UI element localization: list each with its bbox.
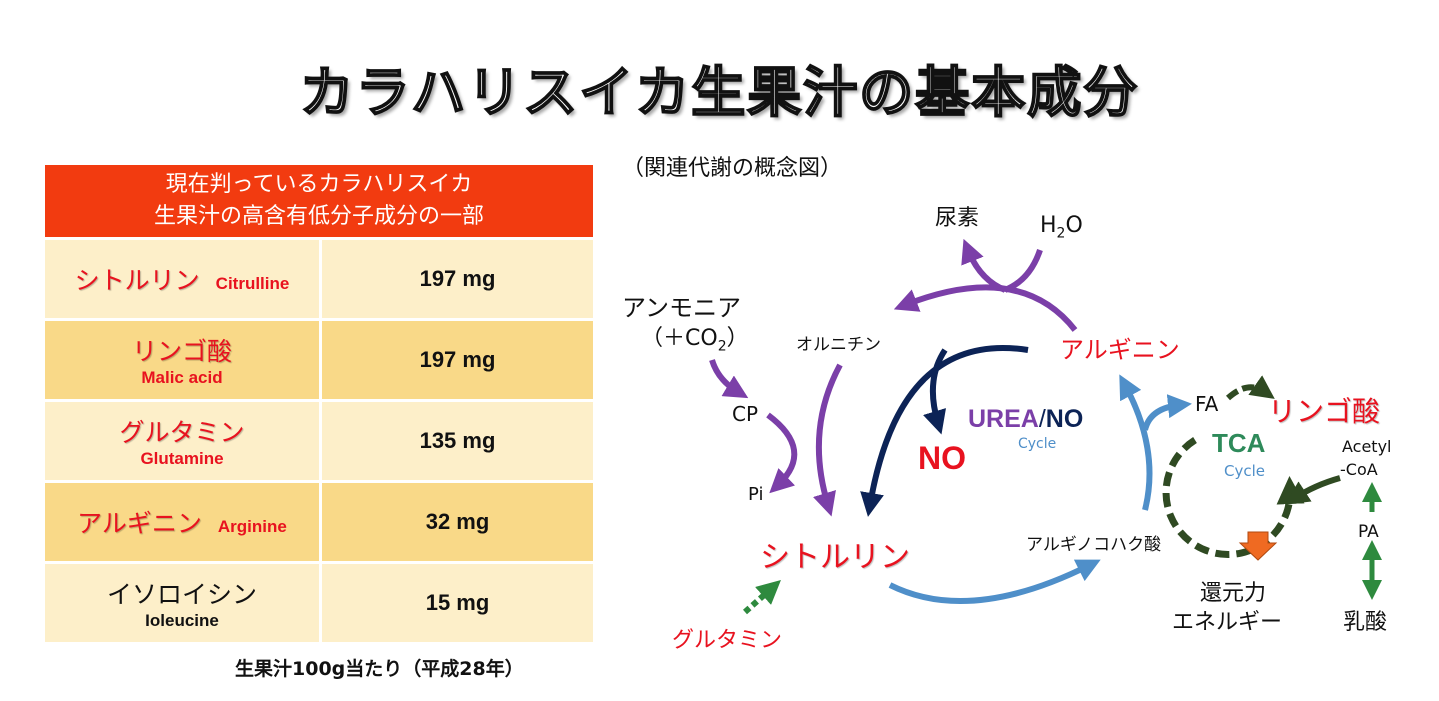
component-name-cell: イソロイシン Ioleucine (45, 561, 322, 642)
label-glutamine: グルタミン (672, 628, 783, 653)
label-ornithine: オルニチン (796, 335, 881, 355)
component-name-cell: グルタミン Glutamine (45, 399, 322, 482)
component-name-en: Glutamine (140, 449, 224, 468)
component-value-cell: 15 mg (320, 561, 593, 642)
composition-table: 現在判っているカラハリスイカ 生果汁の高含有低分子成分の一部 シトルリン Citr… (45, 165, 593, 642)
label-lactic-acid: 乳酸 (1343, 610, 1388, 635)
arrow-acetyl-coa-in (1284, 475, 1341, 505)
arrow-to-urea (961, 238, 1007, 293)
label-tca-cycle: Cycle (1224, 462, 1265, 480)
component-name-en: Malic acid (141, 368, 223, 387)
label-h2o: H2O (1040, 213, 1083, 242)
component-value-cell: 197 mg (320, 318, 593, 401)
component-value-cell: 32 mg (320, 480, 593, 563)
component-name-ja: グルタミン (119, 418, 245, 447)
label-argininosuccinate: アルギノコハク酸 (1026, 535, 1162, 555)
label-urea-cycle-sub: Cycle (1018, 436, 1057, 452)
component-name-ja: リンゴ酸 (131, 337, 232, 366)
component-value: 32 mg (425, 509, 490, 534)
component-value: 197 mg (419, 347, 496, 372)
arrow-fa-to-malic (1225, 375, 1275, 401)
label-acetyl: Acetyl (1342, 437, 1392, 456)
component-value-cell: 197 mg (320, 237, 593, 320)
arrow-from-h2o (1003, 248, 1043, 293)
label-tca: TCA (1212, 428, 1266, 458)
component-value: 15 mg (425, 590, 490, 615)
label-urea-no-cycle: UREA/NO (968, 405, 1084, 433)
table-row: アルギニン Arginine 32 mg (45, 480, 593, 563)
label-ammonia: アンモニア (622, 294, 742, 322)
label-fa: FA (1195, 392, 1219, 416)
label-pa: PA (1358, 522, 1379, 542)
label-reducing-power: 還元力 (1200, 581, 1267, 606)
arrow-argininosuccinate-to-arginine (1119, 374, 1153, 511)
label-citrulline: シトルリン (760, 540, 910, 575)
component-name-en: Arginine (217, 517, 287, 536)
component-value: 135 mg (419, 428, 496, 453)
component-name-ja: イソロイシン (106, 580, 257, 609)
label-malic-acid: リンゴ酸 (1268, 395, 1381, 428)
page-title: カラハリスイカ生果汁の基本成分 (299, 60, 1140, 125)
table-header: 現在判っているカラハリスイカ 生果汁の高含有低分子成分の一部 (45, 165, 593, 239)
component-name-cell: リンゴ酸 Malic acid (45, 318, 322, 401)
label-energy: エネルギー (1172, 610, 1283, 635)
table-row: シトルリン Citrulline 197 mg (45, 237, 593, 320)
label-co2: （＋CO2） (641, 326, 749, 355)
label-pi: Pi (748, 484, 764, 505)
arrow-ornithine-to-citrulline (813, 363, 843, 517)
diagram-caption: （関連代謝の概念図） (622, 156, 843, 181)
label-arginine: アルギニン (1060, 336, 1180, 364)
label-urea: 尿素 (935, 206, 980, 231)
table-footnote: 生果汁100g当たり（平成28年） (235, 658, 524, 680)
arrow-to-no (923, 348, 948, 435)
arrow-ammonia-to-cp (709, 359, 749, 399)
component-name-en: Ioleucine (145, 611, 219, 630)
arrow-glutamine-to-citrulline (743, 580, 781, 615)
table-header-row: 現在判っているカラハリスイカ 生果汁の高含有低分子成分の一部 (45, 165, 593, 239)
component-name-cell: シトルリン Citrulline (45, 237, 322, 320)
component-value-cell: 135 mg (320, 399, 593, 482)
arrow-citrulline-to-argininosuccinate (888, 559, 1101, 604)
component-name-ja: アルギニン (77, 509, 202, 538)
arrow-arginine-to-citrulline (860, 344, 1029, 517)
table-header-line-2: 生果汁の高含有低分子成分の一部 (153, 204, 484, 229)
table-row: イソロイシン Ioleucine 15 mg (45, 561, 593, 642)
arrow-to-reducing-power (1238, 531, 1278, 561)
arrow-to-fa (1142, 394, 1192, 431)
arrow-cp-to-pi (766, 412, 798, 494)
table-header-line-1: 現在判っているカラハリスイカ (165, 172, 473, 197)
tca-cycle-ring (1162, 437, 1305, 558)
table-row: リンゴ酸 Malic acid 197 mg (45, 318, 593, 401)
component-name-ja: シトルリン (74, 266, 200, 295)
label-cp: CP (732, 402, 759, 426)
component-value: 197 mg (419, 266, 496, 291)
label-coa: -CoA (1340, 460, 1378, 479)
metabolism-diagram (709, 238, 1382, 615)
arrow-arginine-to-ornithine (893, 284, 1078, 332)
table-row: グルタミン Glutamine 135 mg (45, 399, 593, 482)
component-name-en: Citrulline (215, 274, 290, 293)
component-name-cell: アルギニン Arginine (45, 480, 322, 563)
label-no: NO (918, 440, 966, 476)
